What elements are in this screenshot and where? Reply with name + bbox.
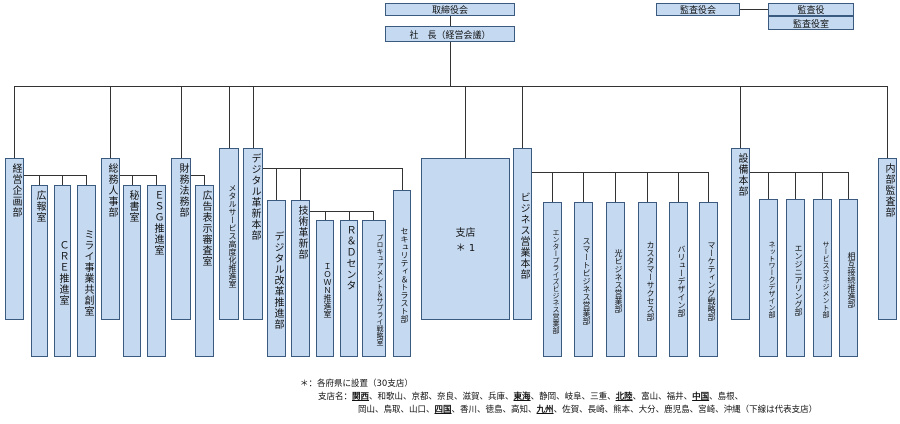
- unit-hikari: 光ビジネス営業部: [606, 202, 625, 357]
- line-president-trunk: [450, 42, 451, 87]
- tick-procure: [373, 211, 374, 220]
- footnote-text: 、佐賀、長崎、熊本、大分、鹿児島、宮崎、沖縄（下線は代表支店）: [553, 405, 818, 415]
- unit-procurement: プロキュアメント＆サプライ戦略室: [362, 220, 386, 357]
- tick-value: [678, 172, 679, 202]
- unit-enterprise: エンタープライズビジネス営業部: [543, 202, 562, 357]
- unit-mirai: ミライ事業共創室: [77, 185, 96, 357]
- unit-kouhou: 広報室: [31, 185, 48, 357]
- footnote-prefix: 支店名：: [318, 392, 353, 402]
- president-box: 社 長（経営会議）: [385, 26, 515, 42]
- unit-customer-success: カスタマーサクセス部: [638, 202, 657, 357]
- footnote-line2: 支店名：関西、和歌山、京都、奈良、滋賀、兵庫、東海、静岡、岐阜、三重、北陸、富山…: [318, 391, 743, 403]
- auditors-board-box: 監査役会: [656, 3, 740, 16]
- tick-kouhou: [39, 175, 40, 185]
- unit-interconnect: 相互接続推進部: [839, 199, 858, 357]
- bus-keiei: [24, 175, 87, 176]
- unit-gijutsu-kakushin: 技術革新部: [291, 200, 310, 357]
- unit-business-eigyou: ビジネス営業本部: [513, 148, 532, 320]
- bus-soumu: [120, 175, 157, 176]
- unit-security-trust: セキュリティ＆トラスト部: [393, 190, 411, 357]
- branch-mark: ＊ 1: [455, 243, 476, 254]
- tick-engineering: [795, 172, 796, 199]
- line-auditor-link: [740, 9, 768, 10]
- unit-koukoku-shinsa: 広告表示審査室: [195, 185, 214, 357]
- branch-kansai: 関西: [352, 392, 370, 402]
- drop-audit: [887, 86, 888, 158]
- drop-keiei: [14, 86, 15, 158]
- auditor-office-box: 監査役室: [768, 16, 854, 30]
- tick-interconnect: [848, 172, 849, 199]
- tick-enterprise: [552, 172, 553, 202]
- line-main-bus: [14, 86, 887, 87]
- unit-branch: 支店 ＊ 1: [421, 158, 510, 320]
- tick-koukoku: [204, 175, 205, 185]
- tick-gijutsu: [300, 168, 301, 200]
- tick-security: [402, 168, 403, 190]
- drop-branch: [465, 86, 466, 158]
- branch-hokuriku: 北陸: [615, 392, 633, 402]
- unit-metal-service: メタルサービス高度化推進室: [219, 148, 239, 320]
- unit-marketing: マーケティング戦略部: [699, 202, 718, 357]
- drop-soumu: [110, 86, 111, 158]
- footnote-text: 、富山、福井、: [632, 392, 693, 402]
- auditor-box: 監査役: [768, 3, 854, 16]
- bus-zaimu: [191, 175, 205, 176]
- tick-digital-kaikaku: [276, 168, 277, 200]
- unit-internal-audit: 内部監査部: [878, 158, 897, 320]
- unit-soumu-jinji: 総務人事部: [101, 158, 120, 320]
- bus-setsubi: [750, 172, 848, 173]
- unit-value-design: バリューデザイン部: [669, 202, 688, 357]
- drop-setsubi: [740, 86, 741, 148]
- drop-metal: [229, 86, 230, 148]
- tick-service-mgmt: [822, 172, 823, 199]
- bus-gijutsu: [310, 211, 374, 212]
- footnote-line1: ＊：各府県に設置（30支店）: [300, 379, 413, 389]
- footnote-text: 、島根、: [709, 392, 744, 402]
- board-box: 取締役会: [385, 3, 515, 16]
- footnote-text: 、和歌山、京都、奈良、滋賀、兵庫、: [369, 392, 514, 402]
- unit-cre: ＣＲＥ推進室: [54, 185, 71, 357]
- tick-hikari: [615, 172, 616, 202]
- unit-esg: ＥＳＧ推進室: [147, 185, 166, 357]
- footnote-line3: 岡山、鳥取、山口、四国、香川、徳島、高知、九州、佐賀、長崎、熊本、大分、鹿児島、…: [358, 404, 817, 416]
- footnote-text: 、香川、徳島、高知、: [451, 405, 537, 415]
- tick-marketing: [708, 172, 709, 202]
- drop-zaimu: [181, 86, 182, 158]
- footnote-text: 岡山、鳥取、山口、: [358, 405, 435, 415]
- branch-tokai: 東海: [513, 392, 531, 402]
- tick-smart: [583, 172, 584, 202]
- unit-hisho: 秘書室: [123, 185, 141, 357]
- unit-setsubi: 設備本部: [731, 148, 750, 320]
- tick-rd: [349, 211, 350, 220]
- footnote-text: 、静岡、岐阜、三重、: [530, 392, 616, 402]
- unit-smart: スマートビジネス営業部: [574, 202, 593, 357]
- branch-shikoku: 四国: [434, 405, 452, 415]
- branch-chugoku: 中国: [692, 392, 710, 402]
- drop-business: [522, 86, 523, 148]
- unit-iown: ＩＯＷＮ推進室: [316, 220, 334, 357]
- tick-iown: [325, 211, 326, 220]
- unit-digital-kaikaku: デジタル改革推進部: [267, 200, 286, 357]
- unit-engineering: エンジニアリング部: [786, 199, 805, 357]
- unit-zaimu-houmu: 財務法務部: [171, 158, 191, 320]
- tick-hisho: [132, 175, 133, 185]
- unit-keiei-kikaku: 経営企画部: [5, 158, 24, 320]
- unit-service-management: サービスマネジメント部: [813, 199, 832, 357]
- bus-business: [532, 172, 709, 173]
- unit-network-design: ネットワークデザイン部: [759, 199, 778, 357]
- tick-cs: [647, 172, 648, 202]
- drop-digital: [253, 86, 254, 148]
- branch-label: 支店: [455, 228, 476, 239]
- line-board-president: [450, 15, 451, 27]
- tick-esg: [156, 175, 157, 185]
- tick-mirai: [86, 175, 87, 185]
- branch-kyushu: 九州: [536, 405, 554, 415]
- bus-digital: [263, 168, 402, 169]
- unit-rd-center: Ｒ＆Ｄセンタ: [340, 220, 358, 357]
- tick-network: [768, 172, 769, 199]
- tick-cre: [62, 175, 63, 185]
- unit-digital-kakushin: デジタル革新本部: [243, 148, 263, 320]
